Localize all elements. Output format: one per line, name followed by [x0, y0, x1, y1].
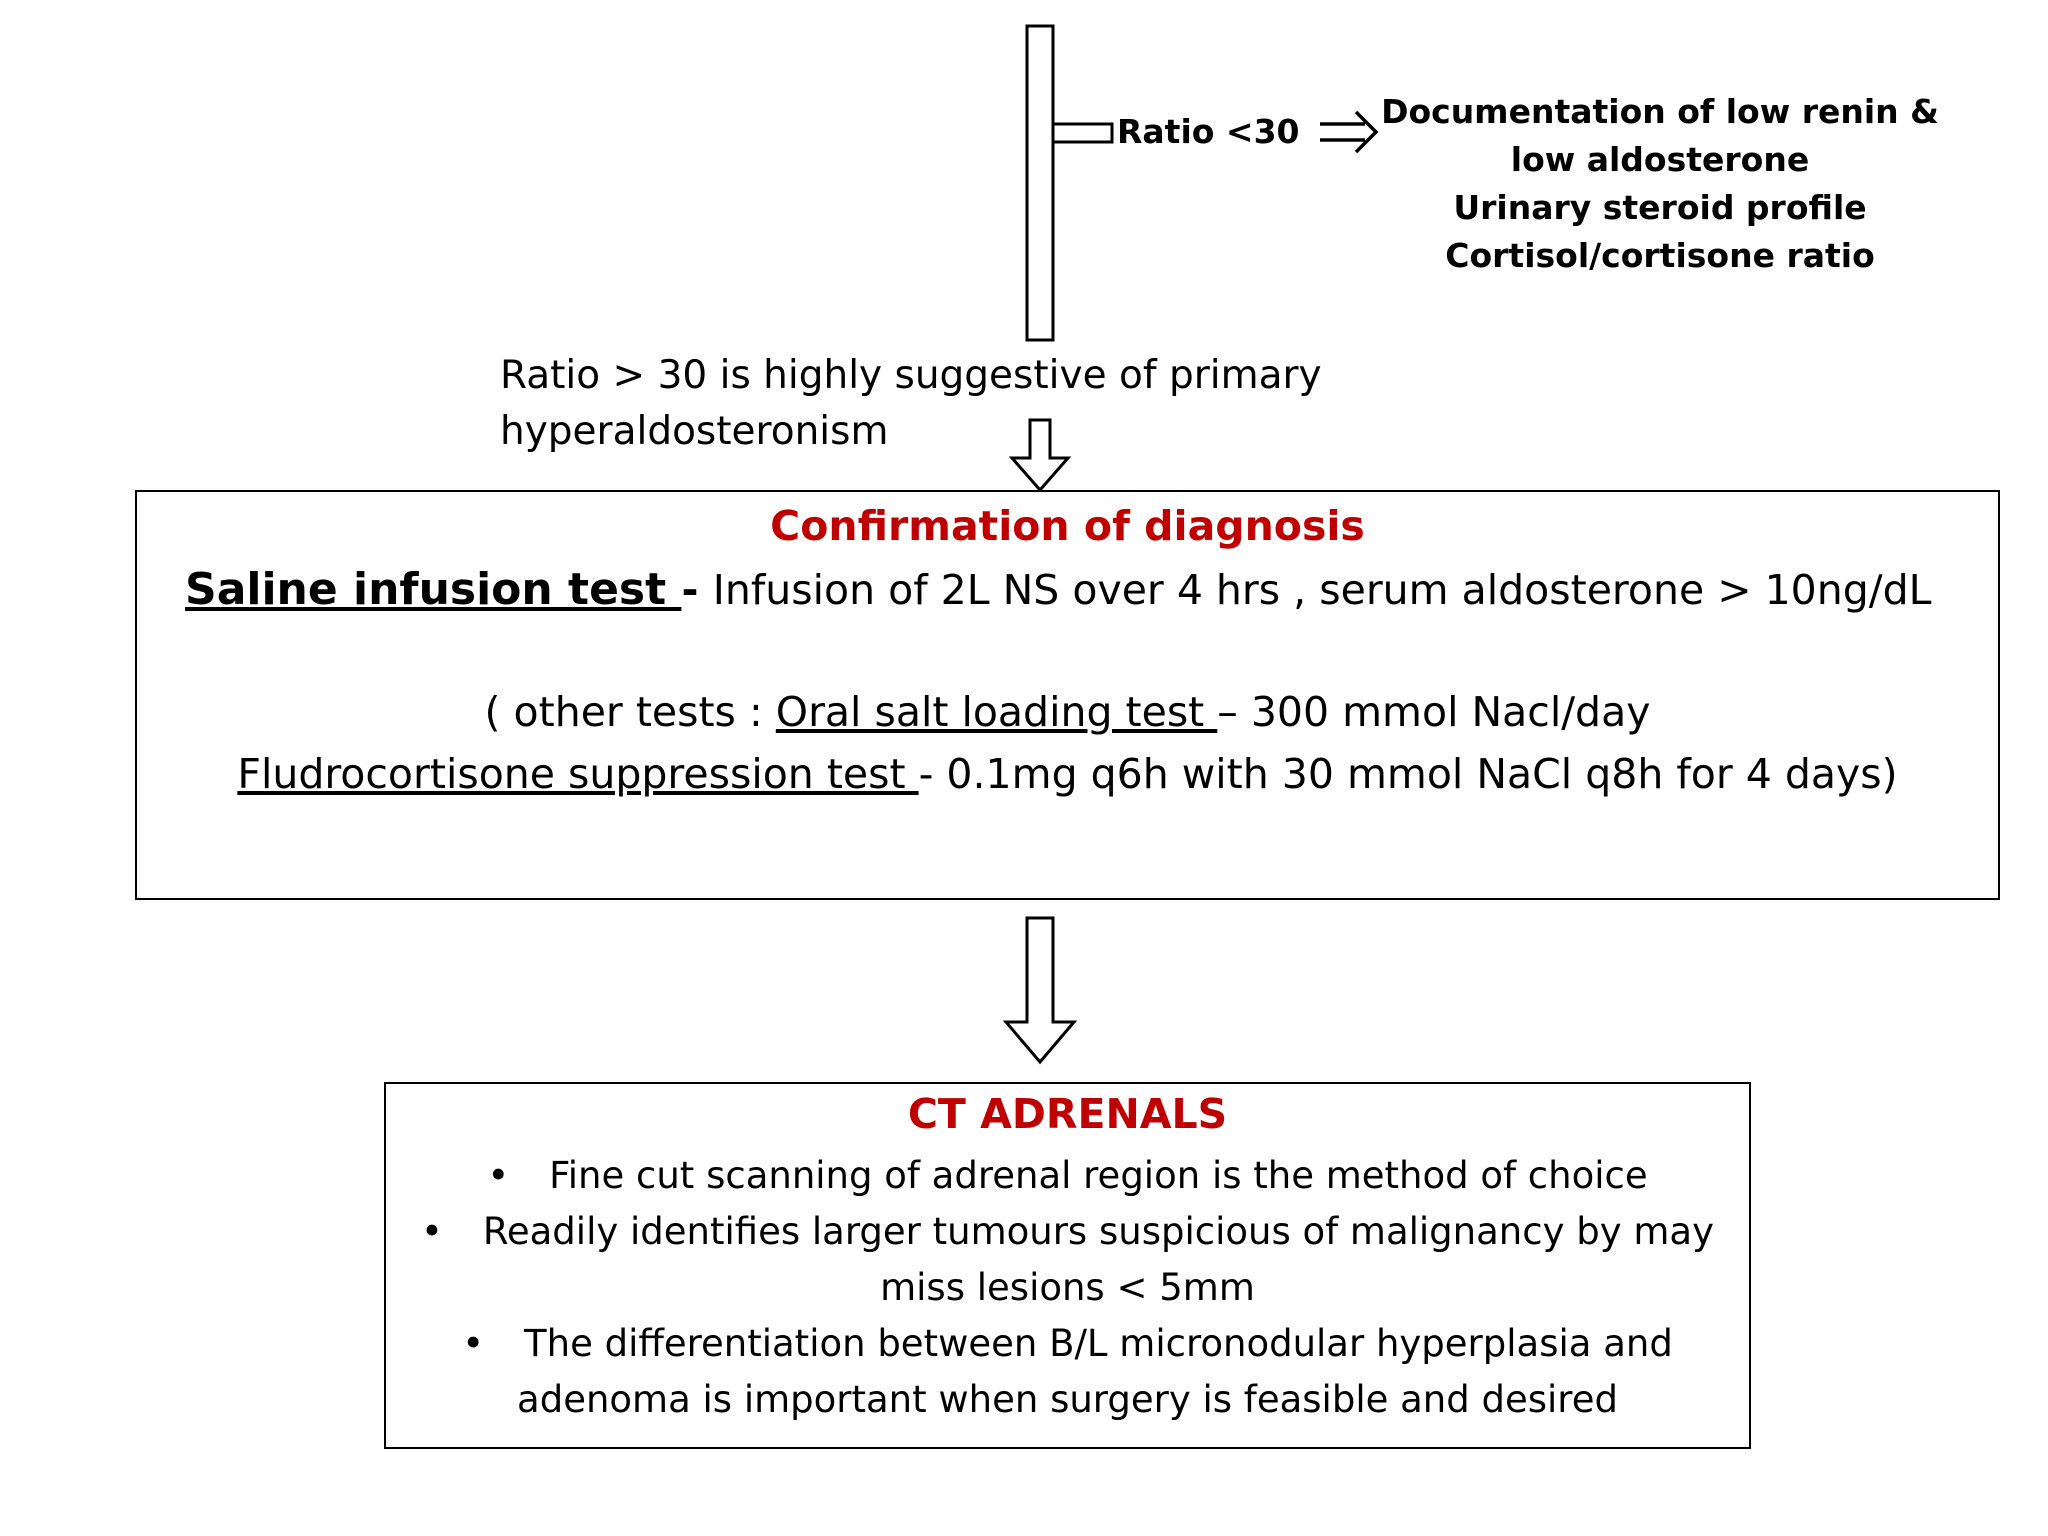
bullet-text: Fine cut scanning of adrenal region is t…	[549, 1154, 1648, 1197]
documentation-list: Documentation of low renin & low aldoste…	[1380, 88, 1940, 280]
fludrocortisone-line: Fludrocortisone suppression test - 0.1mg…	[137, 750, 1998, 798]
top-vertical-bar	[1025, 24, 1055, 342]
saline-infusion-text: Infusion of 2L NS over 4 hrs , serum ald…	[712, 566, 1932, 614]
ratio-note-line: Ratio > 30 is highly suggestive of prima…	[500, 353, 1322, 398]
ratio-less-than-30-label: Ratio <30	[1117, 112, 1300, 151]
bullet-icon: •	[421, 1210, 443, 1253]
bullet-icon: •	[462, 1322, 485, 1365]
list-item: • Readily identifies larger tumours suspi…	[396, 1204, 1739, 1316]
fludrocortisone-text: - 0.1mg q6h with 30 mmol NaCl q8h for 4 …	[918, 750, 1898, 798]
confirmation-box: Confirmation of diagnosis Saline infusio…	[135, 490, 2000, 900]
list-item: • Fine cut scanning of adrenal region is …	[396, 1148, 1739, 1204]
ct-adrenals-box: CT ADRENALS • Fine cut scanning of adrena…	[384, 1082, 1751, 1449]
bullet-text: Readily identifies larger tumours suspic…	[482, 1210, 1714, 1253]
bullet-text-continued: adenoma is important when surgery is fea…	[517, 1378, 1618, 1421]
down-arrow-1	[1008, 418, 1072, 493]
bullet-text-continued: miss lesions < 5mm	[880, 1266, 1255, 1309]
other-tests-line: ( other tests : Oral salt loading test –…	[137, 688, 1998, 736]
saline-infusion-line: Saline infusion test - Infusion of 2L NS…	[185, 564, 1931, 615]
fludrocortisone-label: Fludrocortisone suppression test	[237, 750, 919, 798]
ratio-greater-than-30-note: Ratio > 30 is highly suggestive of prima…	[500, 348, 1400, 460]
ct-bullet-list: • Fine cut scanning of adrenal region is …	[396, 1148, 1739, 1428]
right-arrow	[1320, 110, 1379, 154]
documentation-line: Cortisol/cortisone ratio	[1445, 236, 1875, 275]
branch-connector	[1053, 122, 1114, 144]
documentation-line: low aldosterone	[1510, 140, 1810, 179]
other-tests-prefix: ( other tests :	[484, 688, 776, 736]
ct-adrenals-title: CT ADRENALS	[907, 1090, 1228, 1138]
documentation-line: Documentation of low renin &	[1381, 92, 1939, 131]
documentation-line: Urinary steroid profile	[1453, 188, 1867, 227]
saline-dash: -	[681, 566, 713, 614]
list-item: • The differentiation between B/L microno…	[396, 1316, 1739, 1428]
oral-salt-label: Oral salt loading test	[775, 688, 1218, 736]
confirmation-title: Confirmation of diagnosis	[770, 502, 1365, 550]
bullet-text: The differentiation between B/L micronod…	[524, 1322, 1673, 1365]
bullet-icon: •	[487, 1154, 510, 1197]
saline-infusion-label: Saline infusion test	[185, 564, 682, 615]
ratio-note-line: hyperaldosteronism	[500, 409, 889, 454]
oral-salt-text: – 300 mmol Nacl/day	[1217, 688, 1651, 736]
down-arrow-2	[1002, 916, 1078, 1065]
